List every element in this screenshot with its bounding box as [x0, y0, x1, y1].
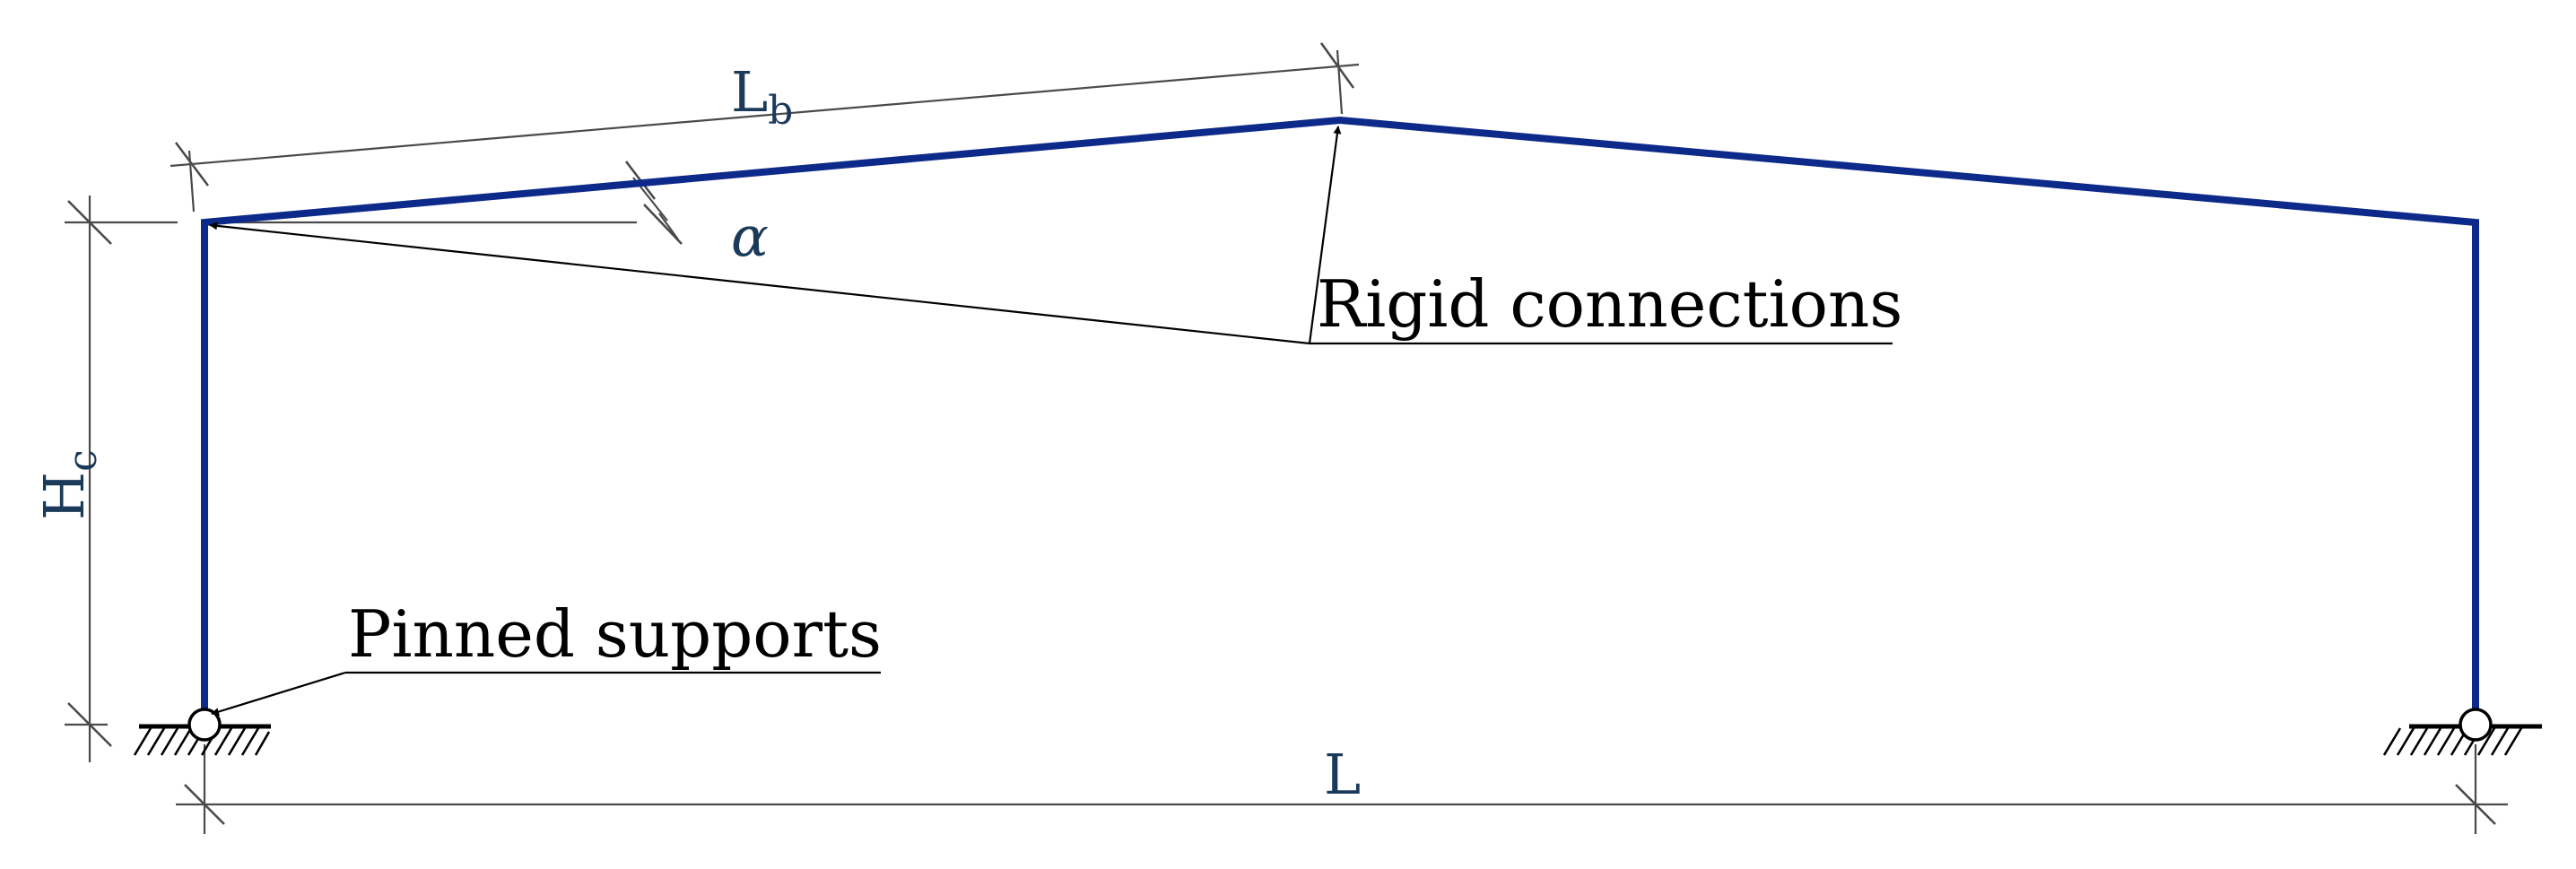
span-label: L — [1324, 742, 1361, 807]
span-tick-right — [2455, 784, 2496, 825]
pinned-supports-label: Pinned supports — [348, 596, 882, 672]
rafter-ext-right — [1336, 49, 1344, 115]
rafter-length-main: L — [731, 59, 768, 125]
pinned-support-right — [2382, 708, 2542, 756]
rafter-length-label: Lb — [731, 59, 793, 134]
rigid-connections-callout: Rigid connections — [209, 126, 1902, 345]
portal-frame — [201, 116, 2479, 728]
column-height-sub: c — [60, 449, 106, 472]
pin-circle-right — [2459, 708, 2493, 742]
rafter-dim-line — [170, 63, 1360, 168]
span-dimension: L — [176, 742, 2508, 834]
column-height-label: Hc — [31, 449, 106, 520]
pinned-support-left — [133, 708, 271, 756]
rigid-leader-left — [209, 222, 1310, 345]
column-tick-top — [67, 200, 112, 245]
angle-tick-bottom — [643, 204, 683, 245]
span-tick-left — [184, 784, 225, 825]
rafter-length-sub: b — [768, 88, 793, 134]
pinned-leader — [211, 671, 346, 716]
rafter-length-dimension: Lb — [170, 42, 1360, 213]
pinned-supports-callout: Pinned supports — [211, 596, 882, 716]
ground-hatch-right — [2382, 727, 2523, 756]
rigid-connections-label: Rigid connections — [1317, 266, 1902, 342]
rafter-tick-left — [174, 142, 210, 187]
rigid-leader-ridge — [1308, 126, 1342, 344]
rafter-tick-right — [1319, 42, 1355, 89]
column-height-dimension: Hc — [31, 196, 178, 762]
pin-circle-left — [187, 708, 222, 742]
angle-ext-rafter — [658, 213, 679, 240]
pitch-angle-label: α — [731, 204, 769, 269]
column-height-main: H — [31, 472, 97, 520]
column-tick-bottom — [67, 702, 112, 747]
pitch-angle-indicator: α — [208, 161, 769, 269]
